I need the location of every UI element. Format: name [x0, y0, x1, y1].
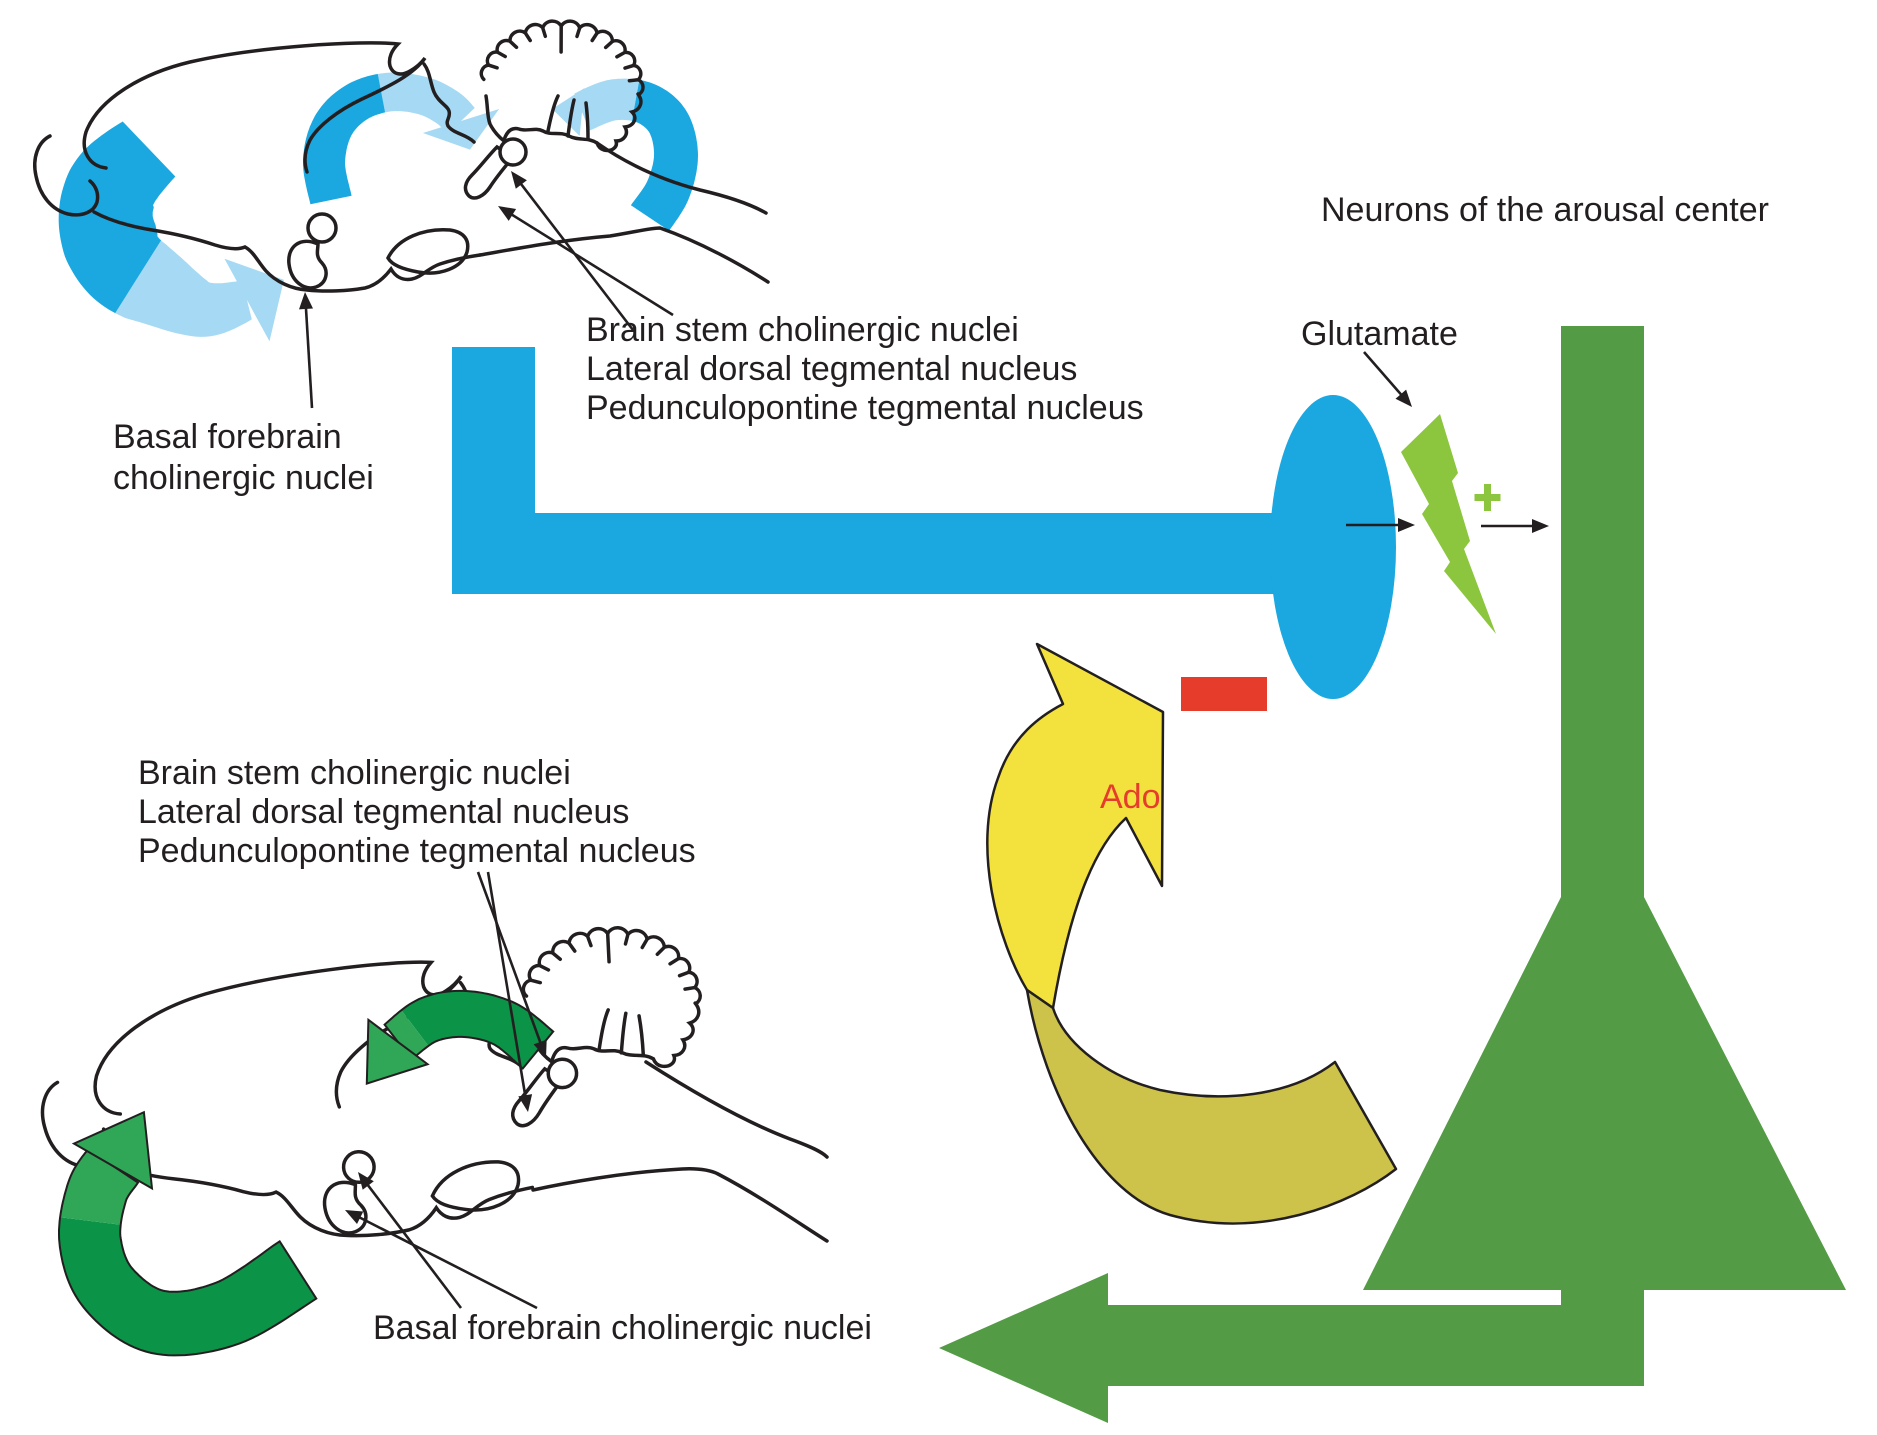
svg-text:Brain stem cholinergic nuclei: Brain stem cholinergic nuclei	[138, 754, 571, 792]
svg-text:Pedunculopontine tegmental nuc: Pedunculopontine tegmental nucleus	[138, 832, 696, 870]
svg-text:Pedunculopontine tegmental nuc: Pedunculopontine tegmental nucleus	[586, 389, 1144, 427]
svg-text:cholinergic nuclei: cholinergic nuclei	[113, 459, 374, 497]
svg-text:Glutamate: Glutamate	[1301, 315, 1458, 353]
svg-text:Basal forebrain cholinergic nu: Basal forebrain cholinergic nuclei	[373, 1309, 872, 1347]
svg-text:Ado: Ado	[1100, 778, 1161, 816]
svg-text:Lateral dorsal tegmental nucle: Lateral dorsal tegmental nucleus	[138, 793, 629, 831]
svg-text:Lateral dorsal tegmental nucle: Lateral dorsal tegmental nucleus	[586, 350, 1077, 388]
svg-text:Neurons of the arousal center: Neurons of the arousal center	[1321, 191, 1769, 229]
svg-text:Brain stem cholinergic nuclei: Brain stem cholinergic nuclei	[586, 311, 1019, 349]
svg-text:Basal forebrain: Basal forebrain	[113, 418, 342, 456]
